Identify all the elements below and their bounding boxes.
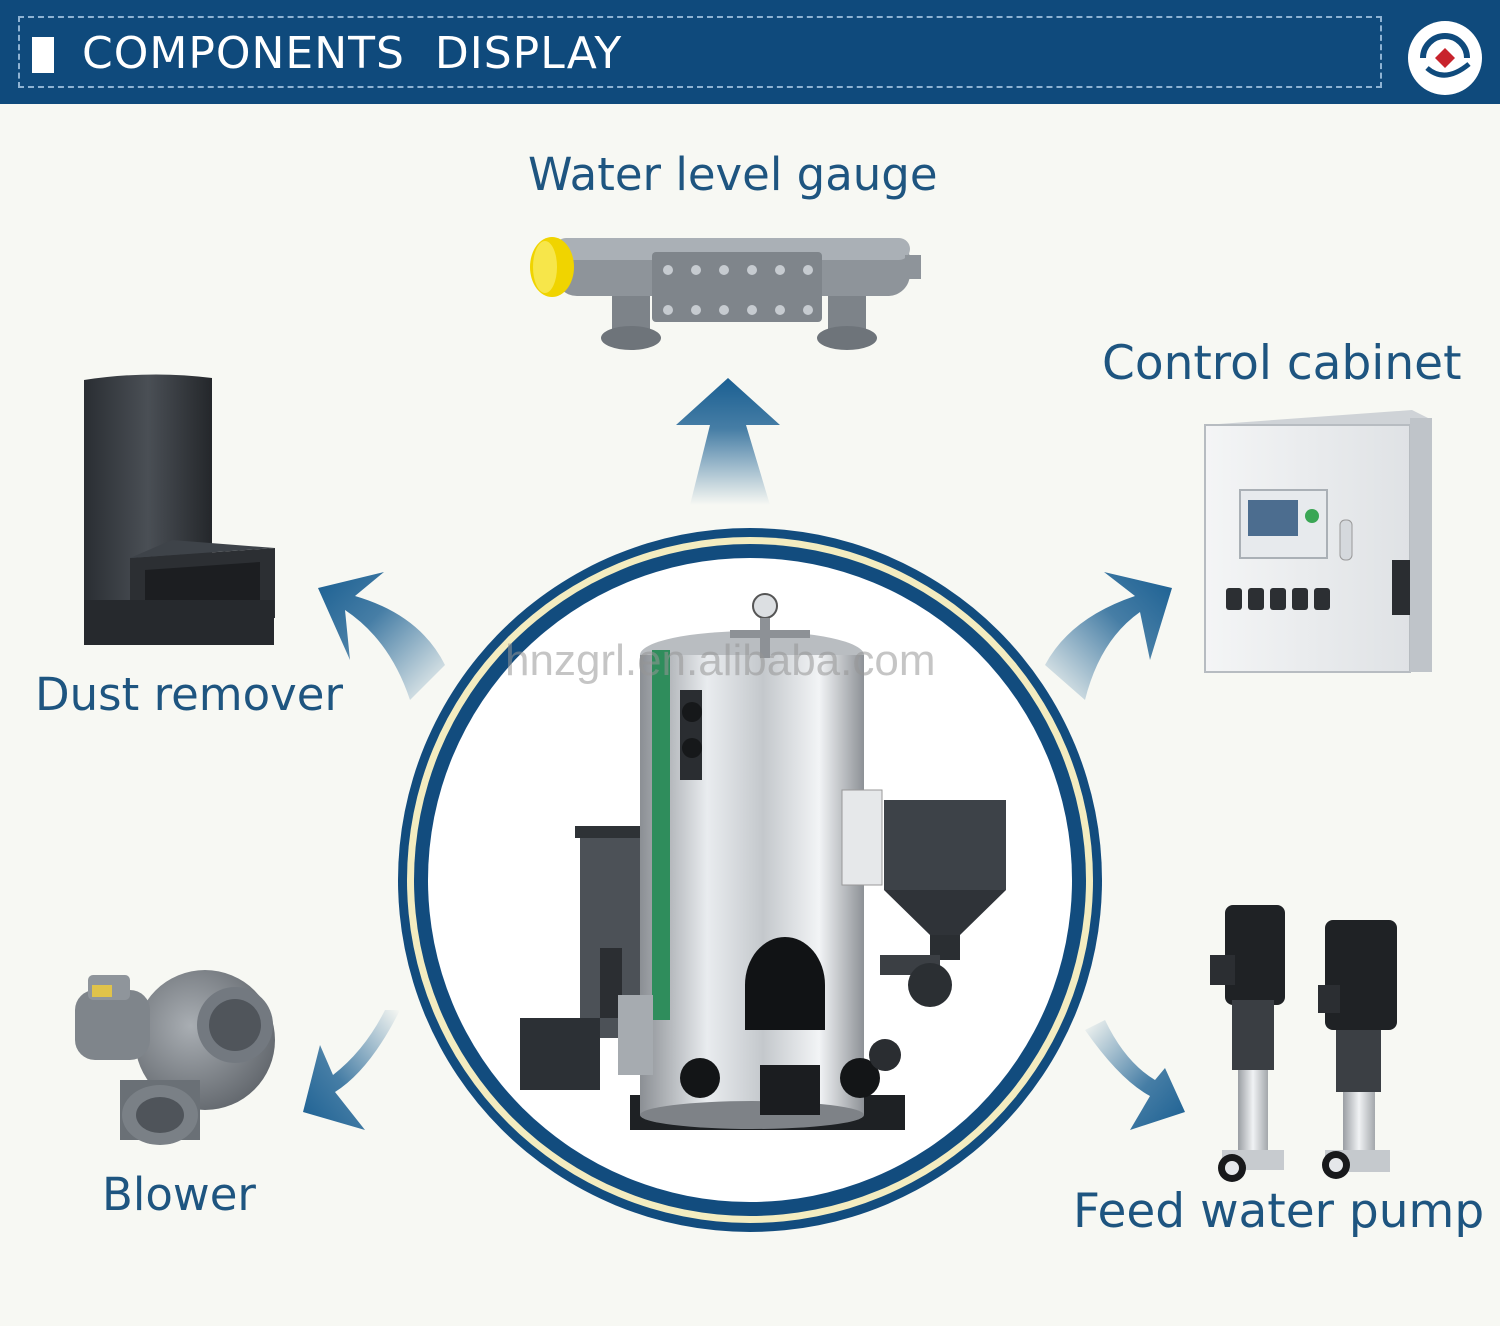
- watermark-text: hnzgrl.en.alibaba.com: [505, 636, 936, 685]
- dust-remover-label: Dust remover: [35, 668, 343, 721]
- control-cabinet-label: Control cabinet: [1102, 336, 1462, 391]
- header-marker: [32, 37, 54, 73]
- arrow-to-dust-remover: [318, 572, 445, 700]
- control-cabinet-image: [1204, 410, 1432, 673]
- header-dashed-frame: [18, 16, 1382, 88]
- feed-water-pump-label: Feed water pump: [1073, 1184, 1485, 1239]
- arrow-to-control-cabinet: [1045, 572, 1172, 700]
- page-title: COMPONENTS DISPLAY: [82, 28, 623, 79]
- water-level-gauge-label: Water level gauge: [528, 148, 938, 201]
- water-level-gauge-image: [530, 237, 921, 350]
- brand-logo-icon: [1408, 21, 1482, 95]
- feed-water-pump-image: [1210, 905, 1397, 1182]
- arrow-up: [676, 378, 780, 505]
- arrow-to-feed-water-pump: [1085, 1020, 1185, 1130]
- header-bar: COMPONENTS DISPLAY: [0, 0, 1500, 104]
- steam-boiler-image: [520, 593, 1006, 1130]
- dust-remover-image: [84, 374, 275, 645]
- arrow-to-blower: [303, 1010, 400, 1130]
- blower-image: [75, 970, 275, 1145]
- blower-label: Blower: [102, 1168, 256, 1221]
